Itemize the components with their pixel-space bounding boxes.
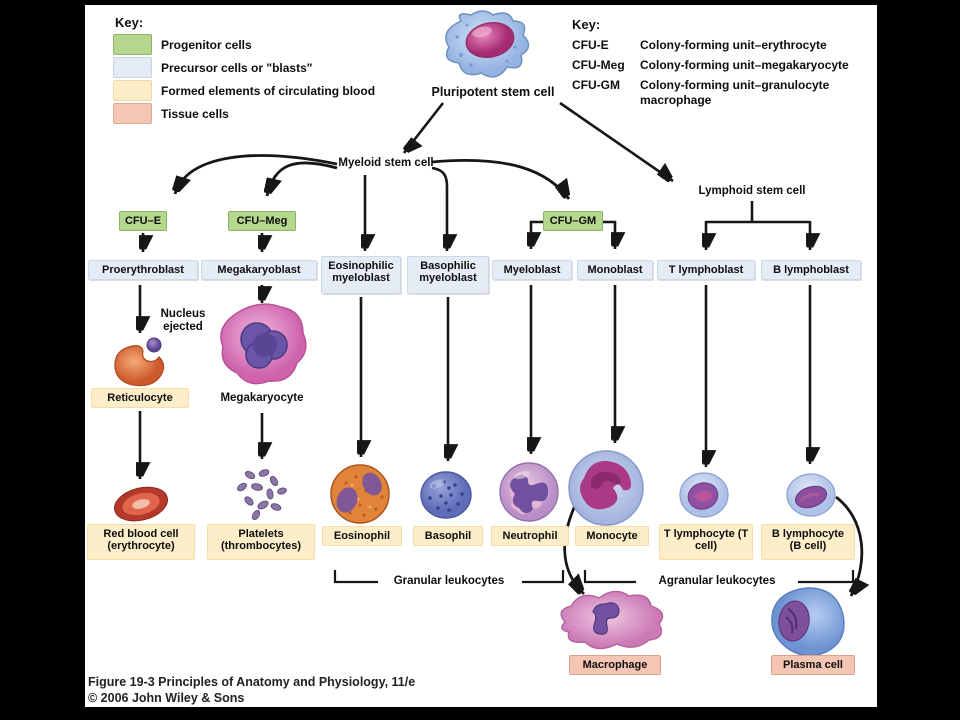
node-macrophage: Macrophage (569, 655, 661, 676)
eosinophil-illustration (328, 463, 392, 530)
legend-item-formed-elements: Formed elements of circulating blood (113, 80, 375, 101)
basophil-illustration (419, 470, 473, 525)
group-agranular-leukocytes: Agranular leukocytes (658, 575, 776, 587)
node-monocyte: Monocyte (575, 526, 649, 547)
group-granular-leukocytes: Granular leukocytes (393, 575, 505, 587)
legend-left: Progenitor cells Precursor cells or "bla… (113, 34, 375, 127)
progenitor-swatch (113, 34, 152, 55)
node-lymphoid-stem-cell: Lymphoid stem cell (698, 185, 806, 197)
node-megakaryoblast: Megakaryoblast (201, 260, 317, 281)
node-eosinophil: Eosinophil (322, 526, 402, 547)
reticulocyte-illustration (107, 333, 171, 396)
node-t-lymphoblast: T lymphoblast (657, 260, 755, 281)
node-neutrophil: Neutrophil (491, 526, 569, 547)
node-myeloid-stem-cell: Myeloid stem cell (338, 157, 434, 169)
legend-item-tissue: Tissue cells (113, 103, 375, 124)
node-basophil: Basophil (413, 526, 483, 547)
platelets-illustration (228, 466, 290, 529)
legend-left-title: Key: (115, 15, 144, 30)
red-blood-cell-illustration (110, 481, 172, 532)
node-b-lymphocyte: B lymphocyte (B cell) (761, 524, 855, 560)
node-plasma-cell: Plasma cell (771, 655, 855, 676)
node-pluripotent-stem-cell: Pluripotent stem cell (431, 85, 555, 99)
precursor-swatch (113, 57, 152, 78)
node-eosinophilic-myeloblast: Eosinophilic myeloblast (321, 256, 401, 294)
legend-right-title: Key: (572, 17, 601, 32)
node-red-blood-cell: Red blood cell (erythrocyte) (87, 524, 195, 560)
figure-caption: Figure 19-3 Principles of Anatomy and Ph… (88, 675, 416, 689)
tissue-swatch (113, 103, 152, 124)
legend-item-progenitor: Progenitor cells (113, 34, 375, 55)
plasma-cell-illustration (766, 585, 848, 664)
node-reticulocyte: Reticulocyte (91, 388, 189, 409)
node-proerythroblast: Proerythroblast (88, 260, 198, 281)
pluripotent-stem-cell-illustration (427, 7, 547, 92)
node-myeloblast: Myeloblast (492, 260, 572, 281)
monocyte-illustration (567, 448, 645, 533)
legend-item-precursor: Precursor cells or "blasts" (113, 57, 375, 78)
t-lymphocyte-illustration (679, 472, 729, 523)
megakaryocyte-illustration (207, 297, 317, 400)
figure-page: Key: Progenitor cells Precursor cells or… (85, 5, 877, 707)
node-t-lymphocyte: T lymphocyte (T cell) (659, 524, 753, 560)
annotation-nucleus-ejected: Nucleus ejected (160, 308, 206, 333)
node-basophilic-myeloblast: Basophilic myeloblast (407, 256, 489, 294)
b-lymphocyte-illustration (786, 473, 836, 522)
node-monoblast: Monoblast (577, 260, 653, 281)
macrophage-illustration (547, 582, 675, 665)
neutrophil-illustration (498, 460, 560, 529)
node-cfu-meg: CFU–Meg (228, 211, 296, 232)
node-cfu-gm: CFU–GM (543, 211, 603, 232)
node-platelets: Platelets (thrombocytes) (207, 524, 315, 560)
connector-arrows (85, 101, 877, 707)
node-cfu-e: CFU–E (119, 211, 167, 232)
formed-elements-swatch (113, 80, 152, 101)
node-megakaryocyte: Megakaryocyte (220, 392, 304, 404)
copyright-caption: © 2006 John Wiley & Sons (88, 691, 245, 705)
node-b-lymphoblast: B lymphoblast (761, 260, 861, 281)
